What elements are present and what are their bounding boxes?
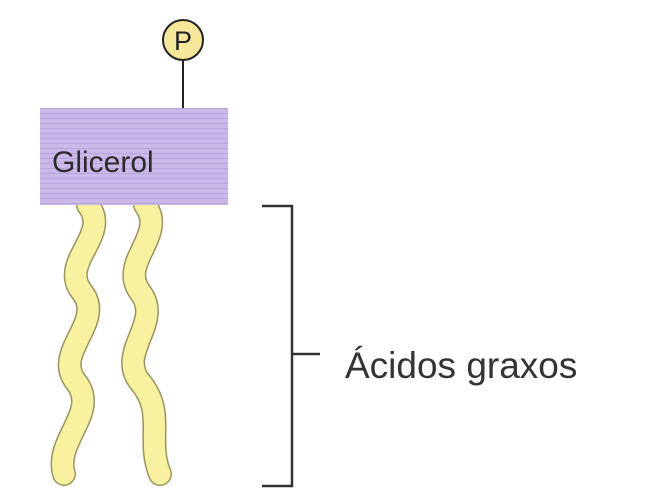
phosphate-label: P xyxy=(174,26,192,56)
fatty-acids-bracket xyxy=(262,206,292,486)
fatty-acids-label: Ácidos graxos xyxy=(345,345,577,386)
glycerol-label: Glicerol xyxy=(52,146,154,179)
